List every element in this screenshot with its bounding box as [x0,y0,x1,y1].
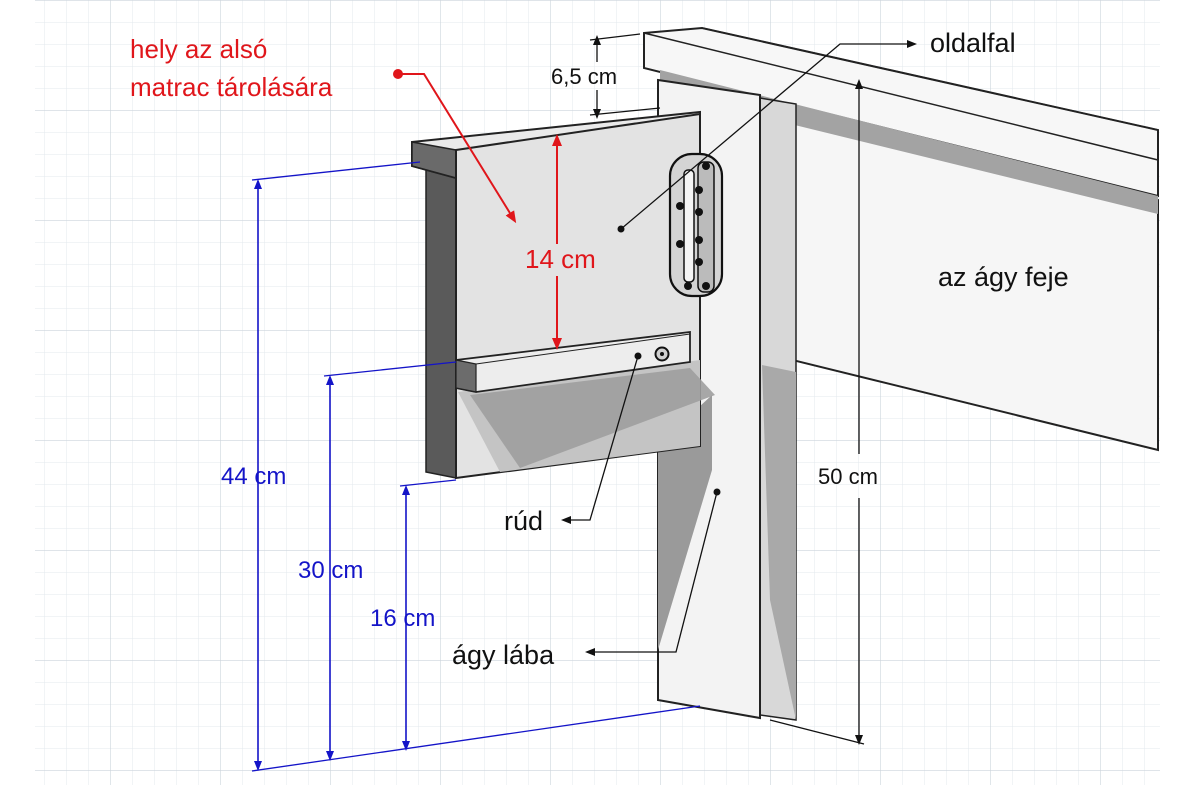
rod-label: rúd [504,506,543,536]
storage-label-line2: matrac tárolására [130,72,333,102]
dimension-6-5 [589,33,661,119]
side-panel [411,110,715,480]
bed-leg-label: ágy lába [452,640,555,670]
storage-callout [393,69,517,224]
storage-label-line1: hely az alsó [130,34,267,64]
side-wall-label: oldalfal [930,28,1016,58]
dimension-30-label: 30 cm [298,557,363,584]
dimension-16-label: 16 cm [370,605,435,632]
bracket [668,152,724,298]
dimension-6-5-label: 6,5 cm [551,64,617,89]
dimension-44-label: 44 cm [221,463,286,490]
dimension-50-label: 50 cm [818,464,878,489]
leader-lines [561,40,917,656]
dimension-50 [769,79,865,745]
headboard-label: az ágy feje [938,262,1069,292]
dimension-14-label: 14 cm [525,244,596,274]
